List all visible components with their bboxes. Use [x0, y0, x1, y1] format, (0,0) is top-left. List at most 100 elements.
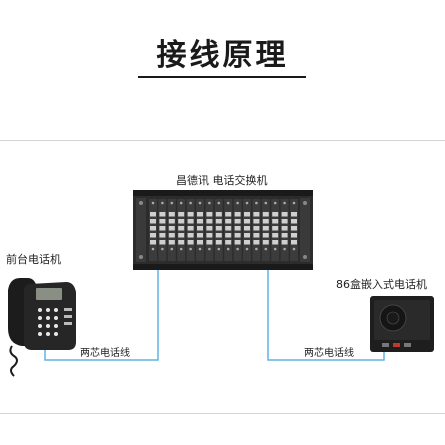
- rj-port: [291, 226, 297, 231]
- rj-port: [187, 219, 194, 224]
- card-screw: [226, 201, 230, 205]
- card-screw: [179, 247, 183, 251]
- rj-port: [253, 233, 260, 238]
- card-screw: [264, 201, 268, 205]
- rj-port: [234, 219, 241, 224]
- rj-port: [215, 219, 222, 224]
- card-screw: [245, 201, 249, 205]
- rj-port: [159, 233, 166, 238]
- rj-port: [225, 226, 232, 231]
- wall-box-telephone-icon: [370, 296, 434, 352]
- card-screw: [217, 247, 221, 251]
- title-underline: [138, 76, 306, 78]
- rj-port: [234, 226, 241, 231]
- top-divider: [0, 140, 445, 141]
- rj-port: [159, 219, 166, 224]
- card-screw: [208, 247, 211, 251]
- card-screw: [217, 201, 221, 205]
- rj-port: [168, 226, 175, 231]
- rj-port: [291, 212, 297, 217]
- rj-port: [272, 240, 279, 245]
- card-screw: [189, 247, 192, 251]
- rj-port: [168, 240, 175, 245]
- rj-port: [178, 219, 185, 224]
- rj-port: [225, 219, 232, 224]
- rj-port: [291, 240, 297, 245]
- card-screw: [161, 201, 164, 205]
- card-screw: [198, 247, 202, 251]
- rj-port: [234, 233, 241, 238]
- card-screw: [292, 201, 296, 205]
- rj-port: [262, 219, 269, 224]
- rj-port: [178, 212, 185, 217]
- rj-port: [253, 212, 260, 217]
- rj-port: [225, 212, 232, 217]
- rj-port: [168, 212, 175, 217]
- card-screw: [283, 247, 286, 251]
- rj-port: [197, 219, 203, 224]
- rj-port: [281, 240, 288, 245]
- wire-left: [44, 255, 159, 361]
- card-screw: [236, 247, 239, 251]
- embedded-phone-label: 86盒嵌入式电话机: [336, 278, 427, 291]
- rj-port: [253, 226, 260, 231]
- wire-right-label: 两芯电话线: [304, 348, 354, 359]
- rj-port: [150, 212, 156, 217]
- rj-port: [262, 240, 269, 245]
- rj-port: [159, 212, 166, 217]
- rj-port: [206, 226, 213, 231]
- rj-port: [187, 240, 194, 245]
- rj-port: [215, 226, 222, 231]
- rj-port: [225, 233, 232, 238]
- rj-port: [215, 212, 222, 217]
- rj-port: [272, 219, 279, 224]
- rj-port: [244, 219, 250, 224]
- rj-port: [272, 226, 279, 231]
- rj-port: [187, 233, 194, 238]
- card-screw: [264, 247, 268, 251]
- rj-port: [244, 233, 250, 238]
- rj-port: [234, 212, 241, 217]
- card-screw: [255, 201, 258, 205]
- card-screw: [273, 201, 277, 205]
- card-screw: [198, 201, 202, 205]
- card-screw: [226, 247, 230, 251]
- rj-port: [225, 240, 232, 245]
- rj-port: [178, 233, 185, 238]
- rj-port: [291, 233, 297, 238]
- rj-port: [253, 240, 260, 245]
- card-screw: [208, 201, 211, 205]
- rj-port: [168, 219, 175, 224]
- rj-port: [168, 233, 175, 238]
- rj-port: [197, 226, 203, 231]
- card-screw: [236, 201, 239, 205]
- card-screw: [179, 201, 183, 205]
- rj-port: [244, 240, 250, 245]
- rj-port: [178, 226, 185, 231]
- card-screw: [161, 247, 164, 251]
- bottom-divider: [0, 413, 445, 414]
- rj-port: [272, 233, 279, 238]
- front-desk-phone-label: 前台电话机: [6, 253, 61, 266]
- rj-port: [262, 226, 269, 231]
- rj-port: [187, 212, 194, 217]
- rj-port: [262, 233, 269, 238]
- wire-left-label: 两芯电话线: [80, 348, 130, 359]
- rj-port: [234, 240, 241, 245]
- rj-port: [206, 240, 213, 245]
- rj-port: [206, 219, 213, 224]
- rj-port: [206, 212, 213, 217]
- wire-right: [267, 255, 385, 361]
- rj-port: [215, 233, 222, 238]
- card-screw: [151, 201, 155, 205]
- card-screw: [170, 201, 174, 205]
- rj-port: [272, 212, 279, 217]
- rj-port: [262, 212, 269, 217]
- rj-port: [197, 212, 203, 217]
- rj-port: [215, 240, 222, 245]
- rj-port: [187, 226, 194, 231]
- rj-port: [253, 219, 260, 224]
- card-screw: [283, 201, 286, 205]
- rj-port: [150, 219, 156, 224]
